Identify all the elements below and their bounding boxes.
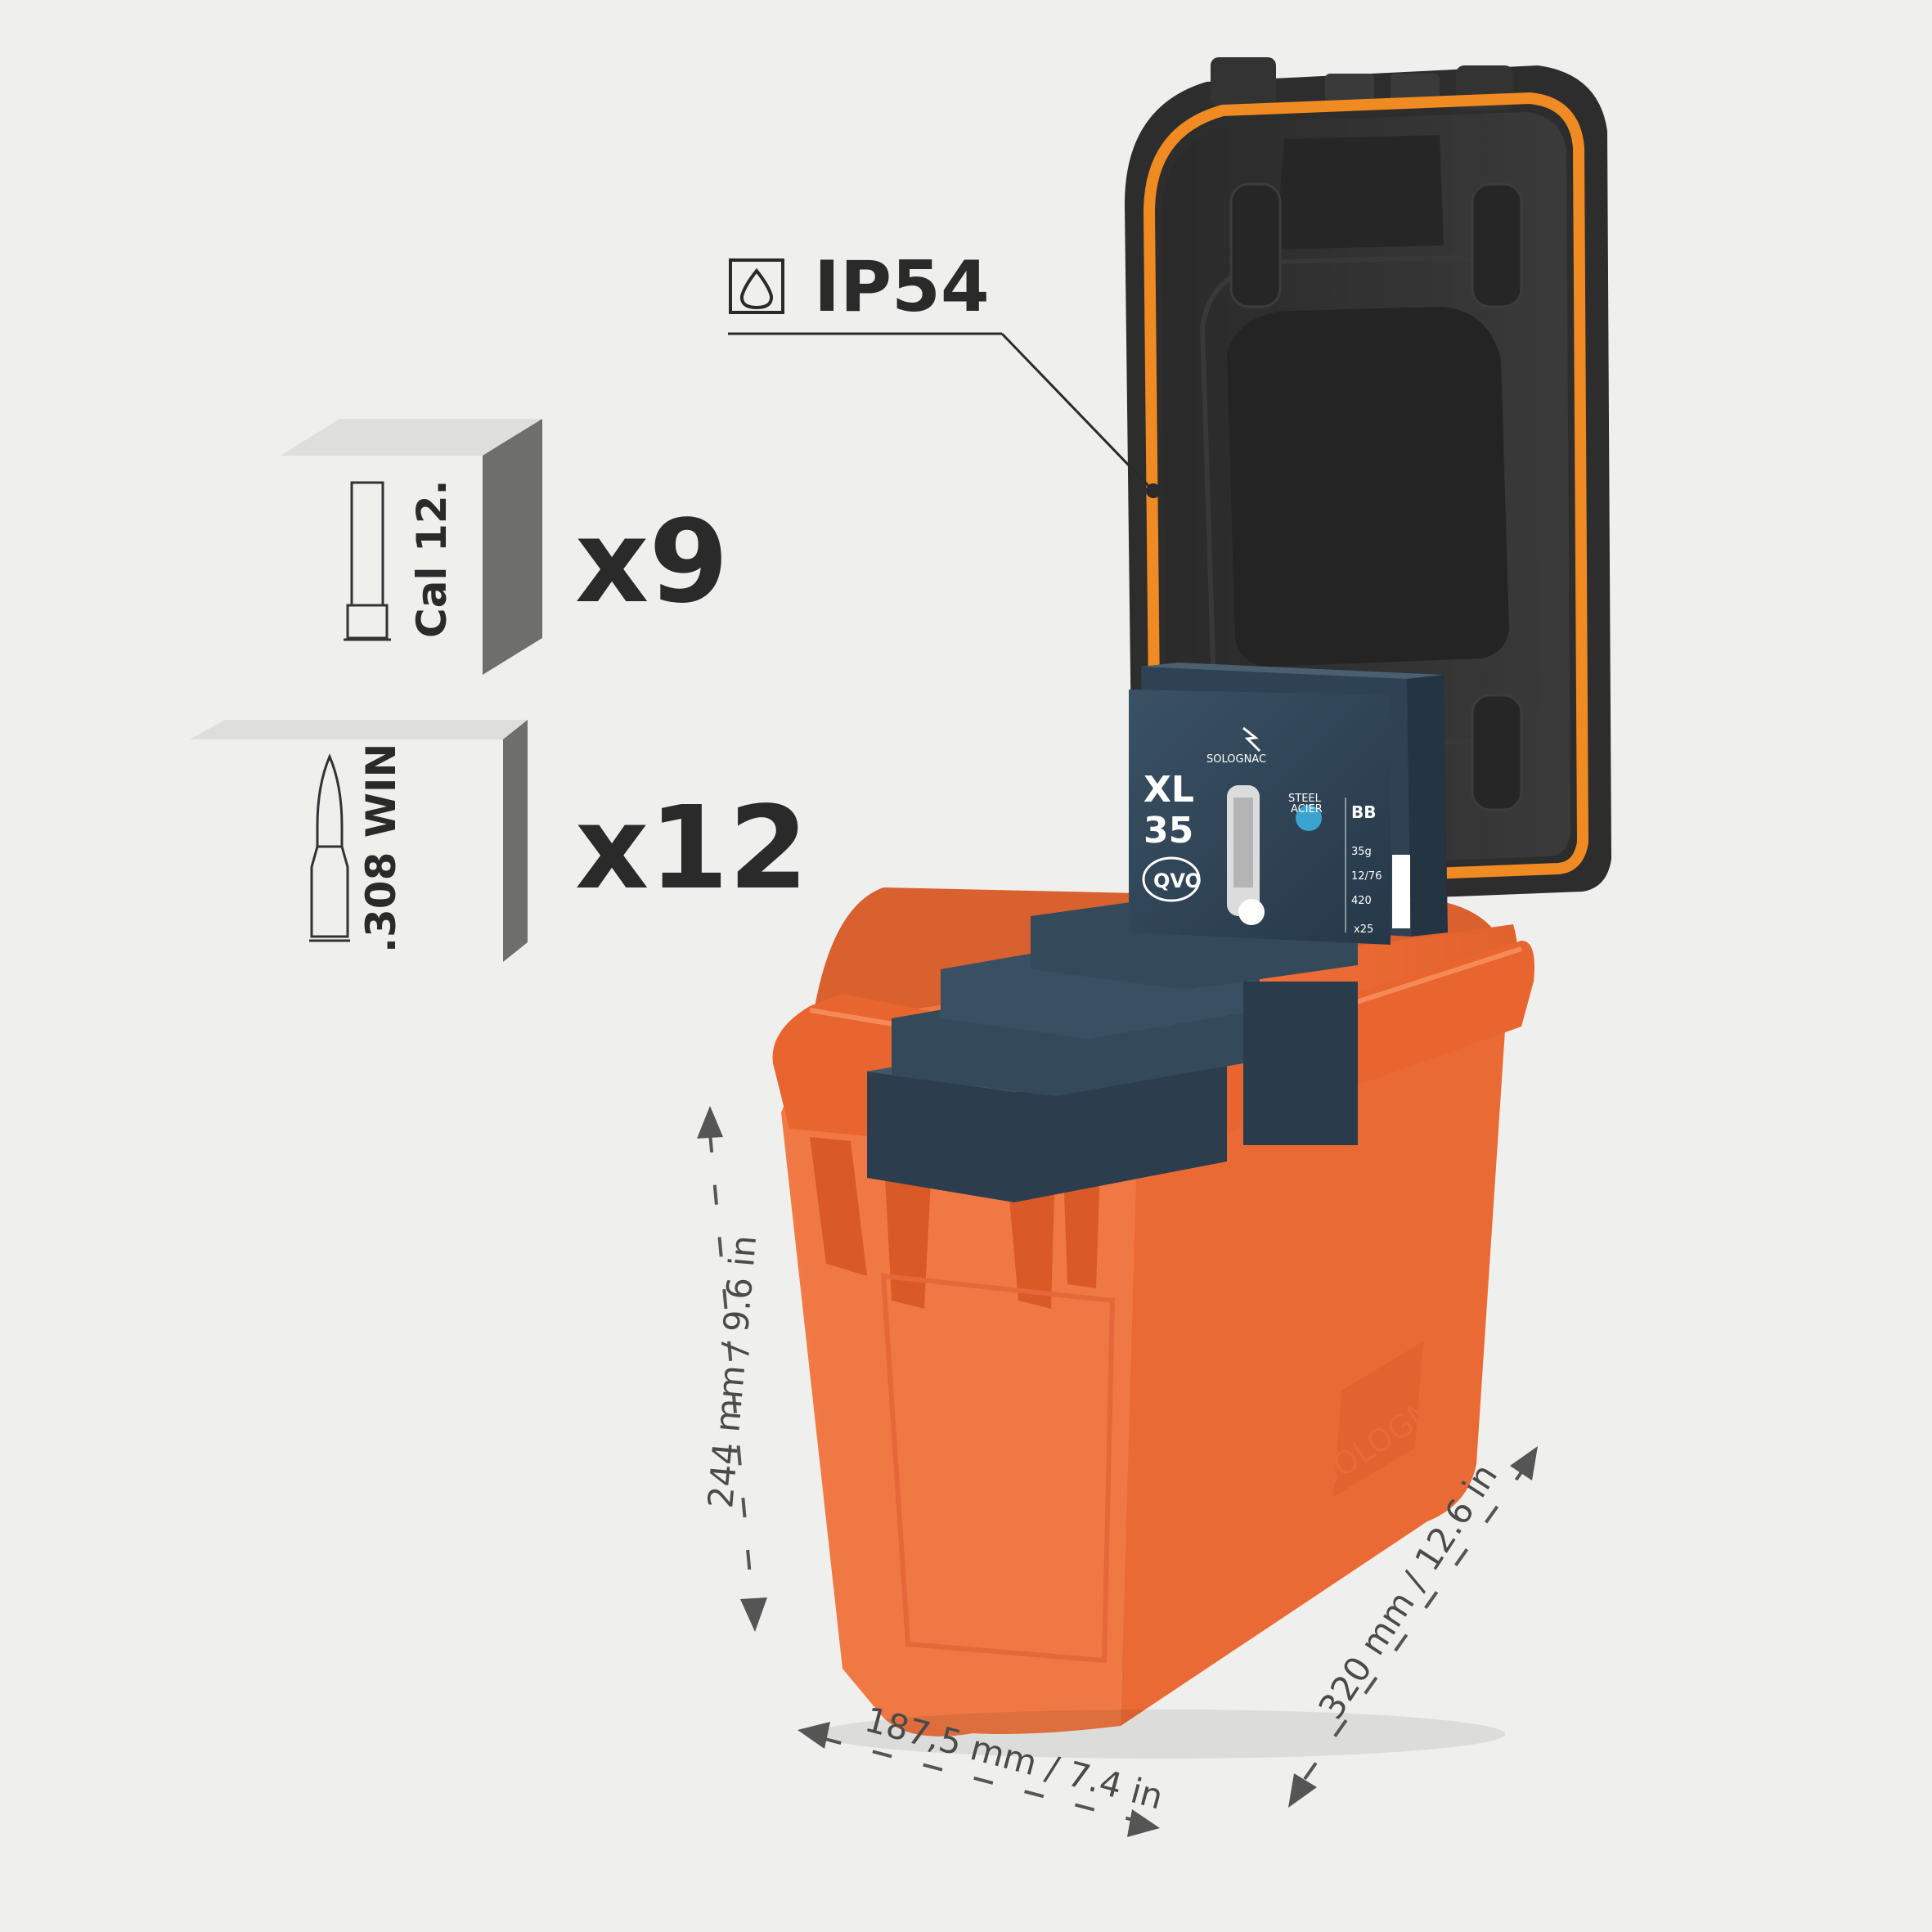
shotgun-shell-icon	[344, 481, 391, 641]
ip-rating-callout: IP54	[728, 246, 1161, 498]
ammo-packages: SOLOGNAC XL 35 QVO STEEL ACIER BB 35g 12…	[867, 663, 1448, 1202]
package-stack	[867, 896, 1358, 1202]
package-brand: SOLOGNAC	[1206, 753, 1266, 766]
caliber-label-cal12: Cal 12.	[408, 479, 456, 638]
dimension-height: 244 mm / 9.6 in	[697, 1106, 767, 1632]
brand-logo-icon	[1242, 726, 1261, 753]
capacity-cal12: Cal 12. x9	[281, 419, 729, 675]
package-badge: QVO	[1153, 869, 1202, 892]
capacity-308win: .308 WIN x12	[190, 720, 808, 962]
count-308win: x12	[575, 782, 808, 915]
package-velocity: 420	[1351, 895, 1372, 907]
rating-frame	[729, 258, 784, 314]
package-model-line1: XL	[1143, 769, 1194, 811]
ip-rating-label: IP54	[814, 246, 990, 328]
package-shot: BB	[1351, 802, 1377, 822]
package-material-1: STEEL	[1288, 793, 1322, 805]
package-model-line2: 35	[1143, 810, 1193, 851]
package-badge-frame	[1142, 856, 1201, 902]
height-label: 244 mm / 9.6 in	[700, 1233, 764, 1510]
barcode	[1392, 855, 1410, 928]
count-cal12: x9	[575, 496, 729, 629]
caliber-label-308win: .308 WIN	[357, 744, 405, 953]
package-material-2: ACIER	[1291, 803, 1323, 815]
water-drop-icon	[739, 267, 774, 310]
package-gauge: 12/76	[1351, 870, 1382, 883]
rifle-cartridge-icon	[309, 753, 350, 942]
package-weight: 35g	[1351, 846, 1372, 858]
package-count: x25	[1354, 923, 1373, 936]
ammo-box-front: SOLOGNAC XL 35 QVO STEEL ACIER BB 35g 12…	[1129, 663, 1448, 945]
